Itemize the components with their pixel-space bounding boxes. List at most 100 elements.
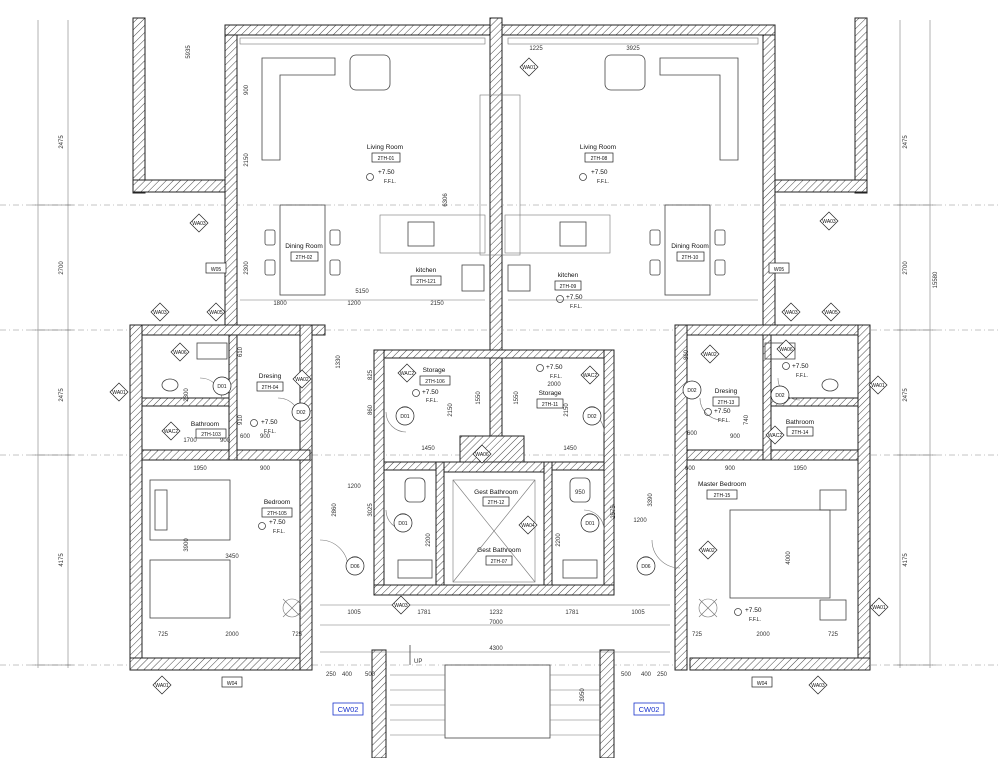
dim-1005-right: 1005 <box>631 610 645 616</box>
ffl-bath-right: F.F.L. <box>796 373 808 379</box>
room-name-bath-left: Bathroom <box>191 421 219 428</box>
svg-text:W04: W04 <box>227 681 238 687</box>
room-name-kitchen-right: kitchen <box>558 272 579 279</box>
ffl-dressing-left: F.F.L. <box>264 429 276 435</box>
dim-4300: 4300 <box>489 646 503 652</box>
tag-wa02-bed-right: WA02 <box>698 540 718 560</box>
tag-wa03-top-right: WA03 <box>819 211 839 231</box>
tag-wa03-left-mid: WA03 <box>150 302 170 322</box>
dim-725-left-b: 725 <box>292 632 303 638</box>
room-name-dressing-right: Dresing <box>715 388 738 395</box>
ffl-dressing-right: F.F.L. <box>718 418 730 424</box>
tag-wa03-corridor: WA03 <box>391 595 411 615</box>
tag-wa06-right: WA06 <box>776 339 796 359</box>
room-name-bath-right: Bathroom <box>786 419 814 426</box>
dim-3925: 3925 <box>626 46 640 52</box>
svg-text:D01: D01 <box>398 521 407 527</box>
room-code-guest-bath-bottom: 2TH-07 <box>491 559 508 565</box>
room-name-living-right: Living Room <box>580 144 616 151</box>
dimensions: 5935 1225 3925 2475 2700 2475 4175 2475 … <box>59 45 939 702</box>
tag-wac2-storage-right: WAC2 <box>580 365 600 385</box>
dim-1225: 1225 <box>529 46 543 52</box>
tag-wa05-right-mid: WA05 <box>821 302 841 322</box>
dim-2300-dining: 2300 <box>244 261 250 275</box>
svg-text:D06: D06 <box>641 564 650 570</box>
dim-7000: 7000 <box>489 620 503 626</box>
svg-text:D02: D02 <box>587 414 596 420</box>
svg-text:WAC2: WAC2 <box>583 373 597 379</box>
tag-wa03-top-left: WA03 <box>189 213 209 233</box>
svg-text:D01: D01 <box>400 414 409 420</box>
room-code-bath-left: 2TH-103 <box>201 432 221 438</box>
dim-1450: 1450 <box>421 446 435 452</box>
svg-text:WA03: WA03 <box>822 219 836 225</box>
svg-text:WAC2: WAC2 <box>164 429 178 435</box>
dim-3950: 3950 <box>580 688 586 702</box>
dim-2300-dressing: 2300 <box>184 388 190 402</box>
tag-wa01-left: WA01 <box>109 382 129 402</box>
room-name-guest-bath-bottom: Gest Bathroom <box>477 547 521 554</box>
tag-wac2-bath-left: WAC2 <box>161 421 181 441</box>
room-code-living-right: 2TH-08 <box>591 156 608 162</box>
dim-4175-right: 4175 <box>903 553 909 567</box>
walls <box>129 17 871 758</box>
room-name-bedroom-right: Master Bedroom <box>698 481 746 488</box>
dim-2700-right: 2700 <box>903 261 909 275</box>
dim-2150-kitchen: 2150 <box>430 301 444 307</box>
dim-1232: 1232 <box>489 610 503 616</box>
svg-text:D02: D02 <box>296 410 305 416</box>
room-code-kitchen-right: 2TH-09 <box>560 284 577 290</box>
dim-1950-right: 1950 <box>793 466 807 472</box>
dim-2475-right-top: 2475 <box>903 135 909 149</box>
dim-15580-right: 15580 <box>933 271 939 288</box>
svg-text:WA03: WA03 <box>394 603 408 609</box>
dim-3390: 3390 <box>648 493 654 507</box>
svg-text:W05: W05 <box>774 267 785 273</box>
curtain-wall-cw02-left: CW02 <box>332 702 364 716</box>
ffl-kitchen-right: F.F.L. <box>570 304 582 310</box>
dim-2200-right: 2200 <box>556 533 562 547</box>
door-d02-dress-right-b: D02 <box>770 385 790 405</box>
window-w04-left: W04 <box>221 676 243 688</box>
dim-900-right-b: 900 <box>725 466 736 472</box>
dim-1200-top: 1200 <box>347 301 361 307</box>
dim-1781-right: 1781 <box>565 610 579 616</box>
dim-725-right-b: 725 <box>828 632 839 638</box>
ffl-storage-right: F.F.L. <box>550 374 562 380</box>
level-bath-right: +7.50 <box>792 363 809 370</box>
window-w04-right: W04 <box>751 676 773 688</box>
room-code-bedroom-right: 2TH-15 <box>714 493 731 499</box>
room-code-storage-right: 2TH-11 <box>542 402 559 408</box>
svg-text:D01: D01 <box>217 384 226 390</box>
dim-1700: 1700 <box>183 438 197 444</box>
room-code-kitchen-left: 2TH-121 <box>416 279 436 285</box>
room-name-living-left: Living Room <box>367 144 403 151</box>
level-storage-right: +7.50 <box>546 364 563 371</box>
room-code-storage-left: 2TH-106 <box>425 379 445 385</box>
dim-860-right: 860 <box>684 349 690 360</box>
dim-600-right-b: 600 <box>685 466 696 472</box>
door-d01-guest-right: WD01 <box>580 513 600 533</box>
room-name-storage-left: Storage <box>423 367 446 374</box>
room-code-living-left: 2TH-01 <box>378 156 395 162</box>
dim-600-right: 600 <box>687 431 698 437</box>
svg-text:WA05: WA05 <box>824 310 838 316</box>
ffl-living-right: F.F.L. <box>597 179 609 185</box>
dim-2750-right: 2150 <box>564 403 570 417</box>
svg-text:WA03: WA03 <box>811 683 825 689</box>
svg-text:D02: D02 <box>687 388 696 394</box>
tag-wa05-left-mid: WA05 <box>206 302 226 322</box>
svg-text:WA02: WA02 <box>703 352 717 358</box>
door-d06-right: WD06 <box>636 556 656 576</box>
ffl-living-left: F.F.L. <box>384 179 396 185</box>
room-name-guest-bath-top: Gest Bathroom <box>474 489 518 496</box>
level-dressing-left: +7.50 <box>261 419 278 426</box>
tag-wa03-right-mid: WA03 <box>781 302 801 322</box>
dim-1200-right-bed: 1200 <box>633 518 647 524</box>
dim-250-right: 250 <box>657 672 668 678</box>
dim-2000-storage: 2000 <box>547 382 561 388</box>
ffl-bedroom-right: F.F.L. <box>749 617 761 623</box>
dim-500-left: 500 <box>365 672 376 678</box>
room-name-dining-right: Dining Room <box>671 243 709 250</box>
svg-text:D01: D01 <box>585 521 594 527</box>
